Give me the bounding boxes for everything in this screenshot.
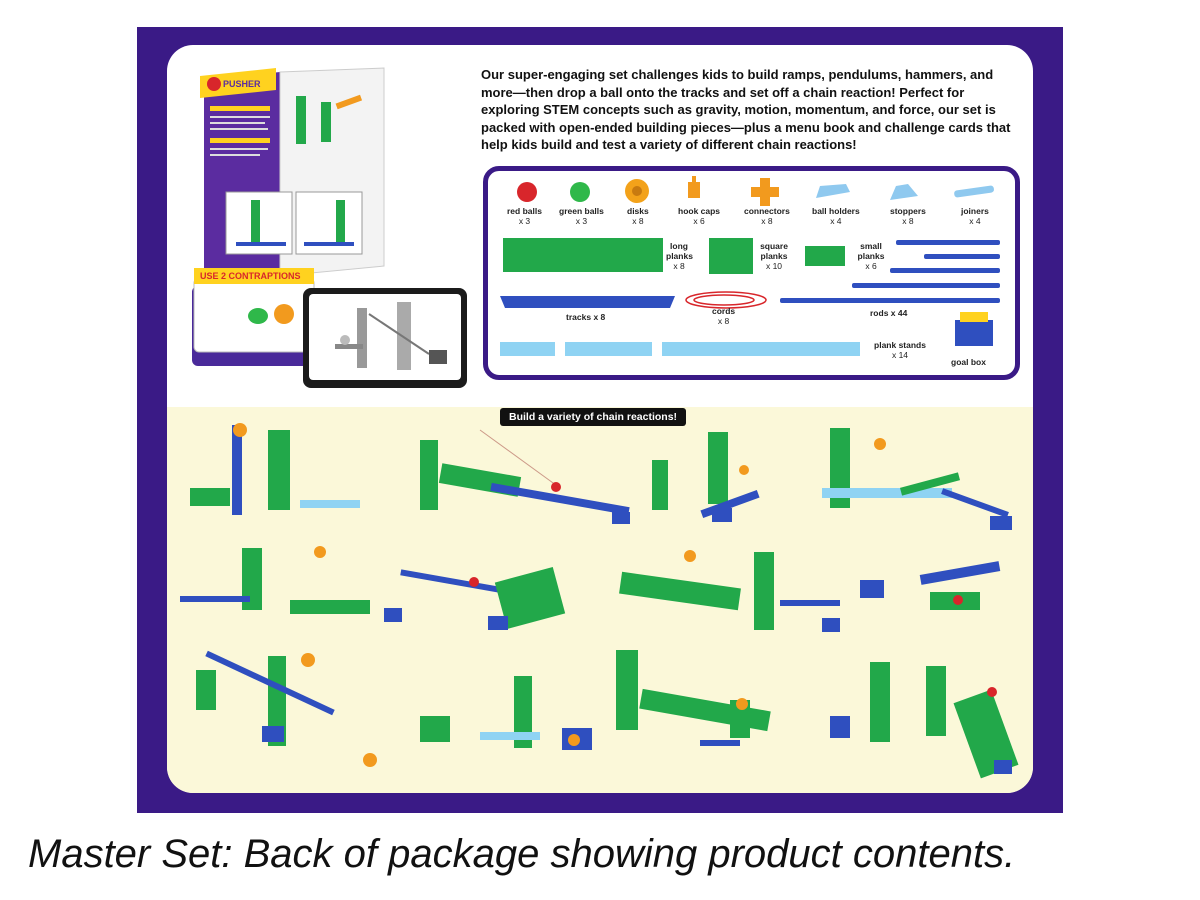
menu-book-illustration: PUSHER xyxy=(196,66,388,288)
contents-item: rods x 44 xyxy=(870,308,908,318)
product-description: Our super-engaging set challenges kids t… xyxy=(481,67,1011,152)
contraption xyxy=(190,423,360,515)
challenge-card-face xyxy=(309,294,461,380)
contents-item: goal box xyxy=(951,357,986,367)
contraption xyxy=(196,650,377,767)
contraption xyxy=(616,650,771,746)
contraption xyxy=(619,550,840,632)
contraption xyxy=(860,561,1001,610)
contraption xyxy=(420,429,630,524)
chain-reactions-banner: Build a variety of chain reactions! xyxy=(500,408,687,426)
card-title: USE 2 CONTRAPTIONS xyxy=(200,271,301,281)
booklet-title: PUSHER xyxy=(223,79,261,89)
challenge-card xyxy=(303,288,467,388)
contents-item: tracks x 8 xyxy=(566,312,606,322)
contraption xyxy=(180,546,402,622)
contraption xyxy=(830,662,1019,779)
challenge-cards-stack: USE 2 CONTRAPTIONS xyxy=(192,268,352,366)
image-caption: Master Set: Back of package showing prod… xyxy=(28,832,1016,876)
contraption xyxy=(420,676,592,750)
contraption xyxy=(652,432,760,522)
contraption xyxy=(400,567,566,630)
contraption xyxy=(822,428,1012,530)
